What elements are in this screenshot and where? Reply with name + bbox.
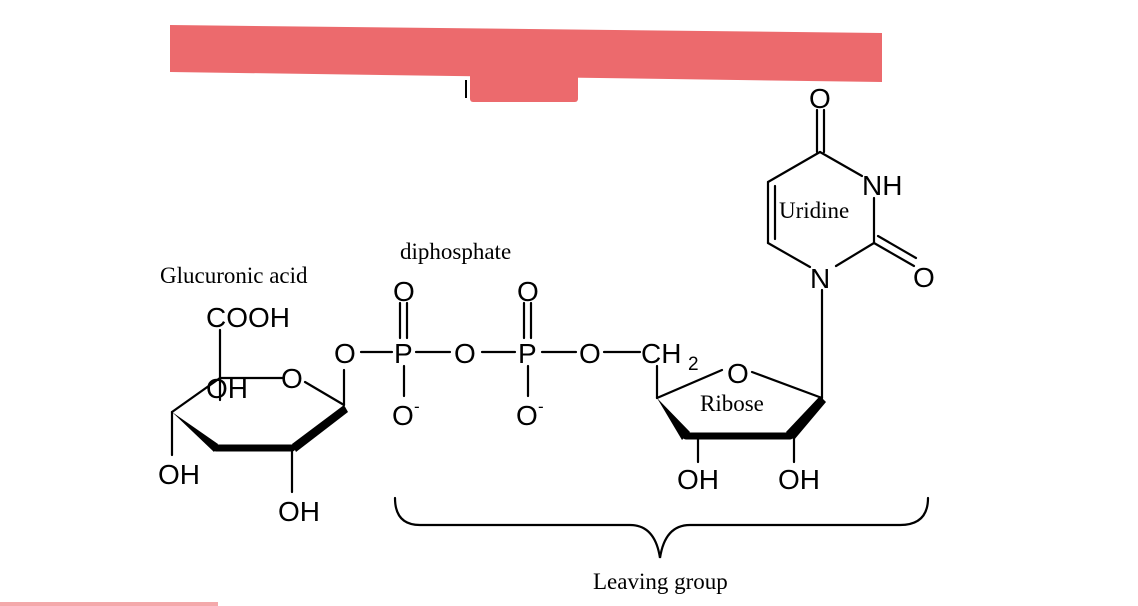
phosphate2-anion-oxygen: O — [516, 400, 538, 431]
uracil-oxo-oxygen-top: O — [809, 83, 831, 114]
ribose-ring-oxygen: O — [727, 358, 749, 389]
bottom-strip — [0, 602, 218, 606]
uracil-n1: N — [810, 263, 830, 294]
uracil-nh: NH — [862, 170, 902, 201]
uracil-oxo-oxygen-right: O — [913, 262, 935, 293]
glucuronic-acid-ring — [170, 328, 348, 494]
ch2-subscript: 2 — [688, 354, 699, 375]
uracil-ring — [766, 108, 918, 269]
phosphorus-1: P — [394, 338, 413, 369]
ester-oxygen: O — [579, 338, 601, 369]
glucuronic-oh-bottom: OH — [278, 496, 320, 527]
leaving-group-label: Leaving group — [593, 569, 728, 594]
ribose-oh-right: OH — [778, 464, 820, 495]
cooh-group: COOH — [206, 302, 290, 333]
diphosphate-chain — [359, 301, 642, 398]
bridging-oxygen: O — [454, 338, 476, 369]
phosphate2-oxo-oxygen: O — [517, 276, 539, 307]
glucuronic-acid-label: Glucuronic acid — [160, 263, 308, 288]
glycosidic-oxygen: O — [334, 338, 356, 369]
phosphate1-charge: - — [414, 397, 420, 416]
ribose-ring — [655, 288, 826, 464]
red-banner — [170, 25, 882, 102]
phosphate1-oxo-oxygen: O — [393, 276, 415, 307]
leaving-group-brace — [393, 496, 930, 559]
ribose-oh-left: OH — [677, 464, 719, 495]
diphosphate-label: diphosphate — [400, 239, 511, 264]
uridine-label: Uridine — [779, 198, 849, 223]
glucuronic-ring-oxygen: O — [281, 363, 303, 394]
glucuronic-oh-left: OH — [158, 459, 200, 490]
phosphate2-charge: - — [538, 397, 544, 416]
phosphorus-2: P — [518, 338, 537, 369]
glucuronic-oh-upper: OH — [206, 373, 248, 404]
ribose-label: Ribose — [700, 391, 764, 416]
ch2-group: CH — [641, 338, 681, 369]
phosphate1-anion-oxygen: O — [392, 400, 414, 431]
